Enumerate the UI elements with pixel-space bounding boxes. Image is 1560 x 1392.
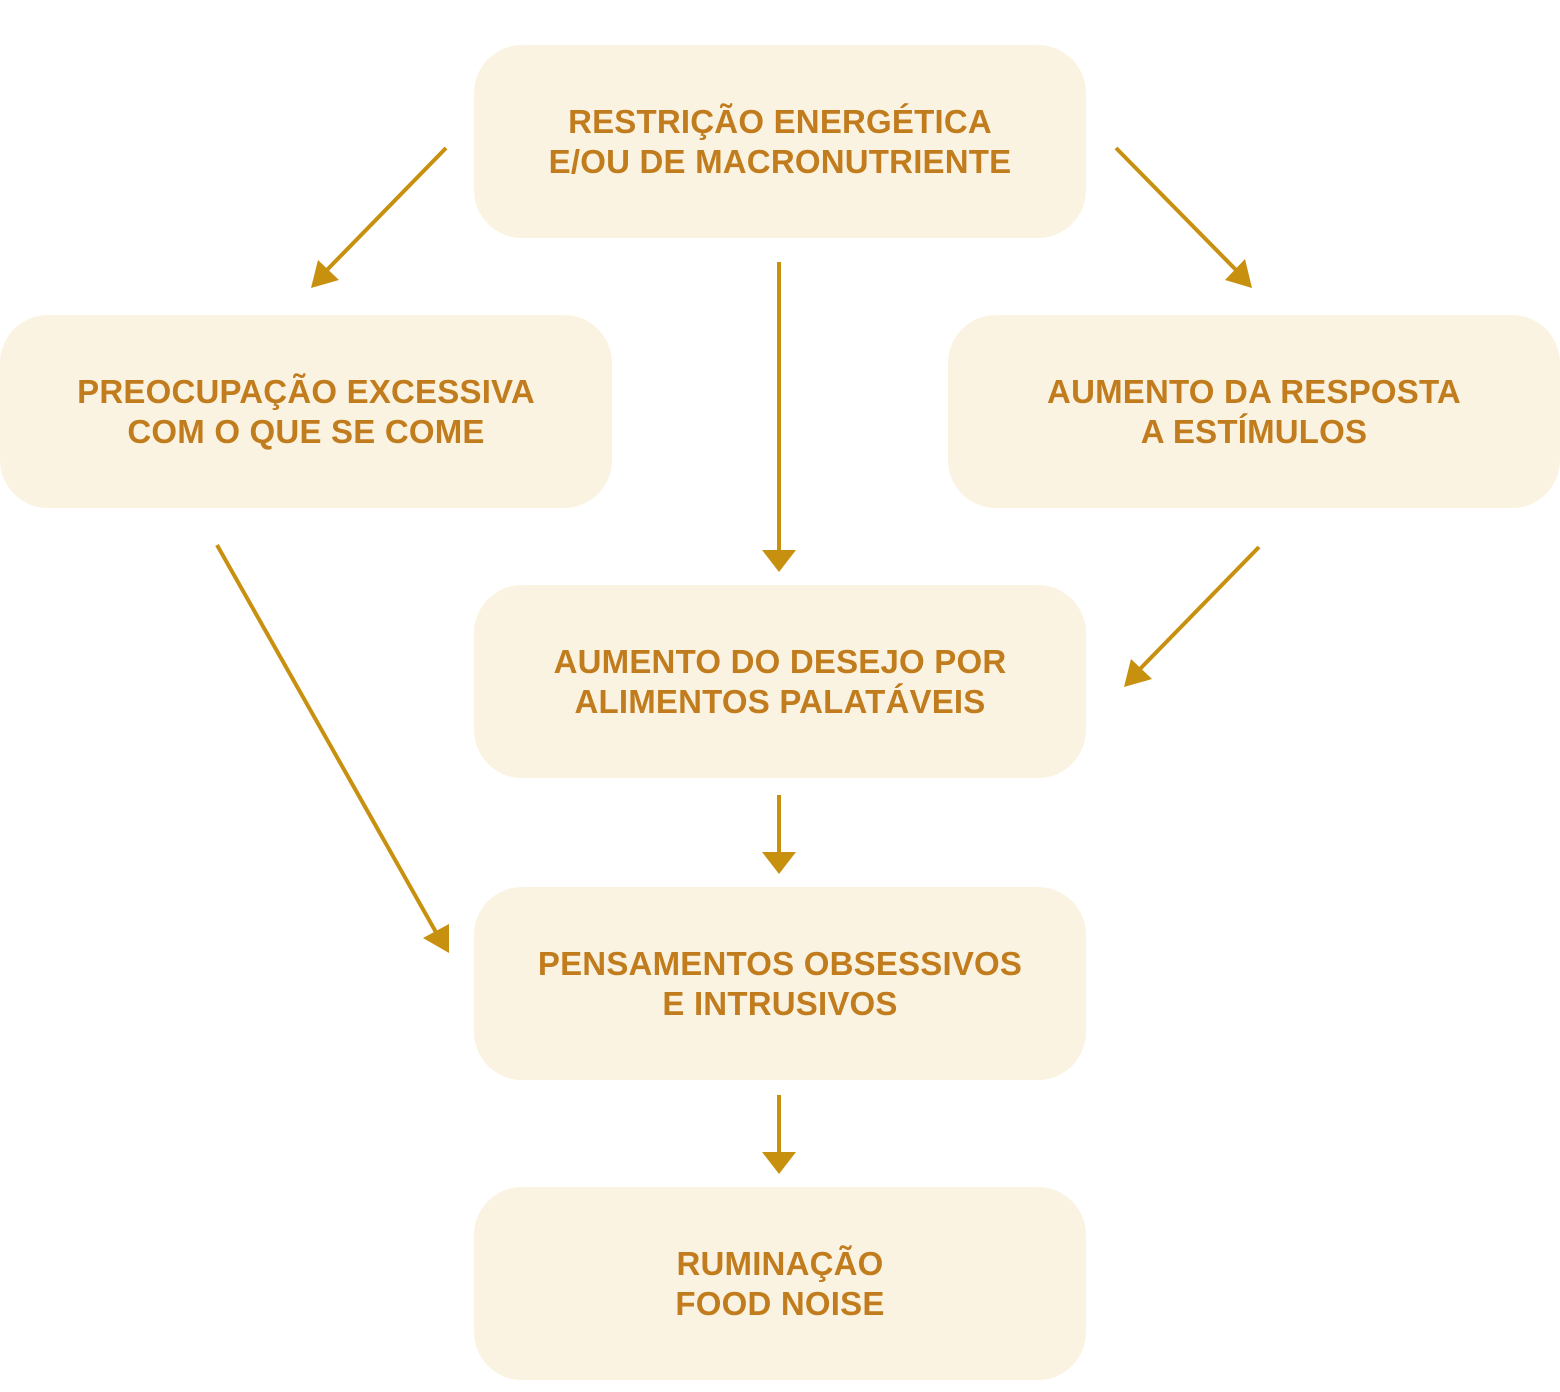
arrow-restricao-to-resposta xyxy=(1114,146,1252,288)
node-label: RESTRIÇÃO ENERGÉTICA E/OU DE MACRONUTRIE… xyxy=(549,102,1012,182)
arrow-desejo-to-pensamentos xyxy=(762,795,796,874)
arrow-resposta-to-desejo xyxy=(1124,545,1261,687)
node-label-line: FOOD NOISE xyxy=(675,1284,885,1322)
node-label-line: A ESTÍMULOS xyxy=(1140,412,1368,450)
node-label-line: E INTRUSIVOS xyxy=(662,984,898,1022)
node-label: RUMINAÇÃO FOOD NOISE xyxy=(675,1244,884,1324)
node-label-line: PREOCUPAÇÃO EXCESSIVA xyxy=(77,372,535,410)
node-preocupacao-excessiva: PREOCUPAÇÃO EXCESSIVA COM O QUE SE COME xyxy=(0,315,612,508)
arrow-restricao-to-preocupacao xyxy=(311,146,448,288)
node-label-line: ALIMENTOS PALATÁVEIS xyxy=(574,682,986,720)
node-label: PREOCUPAÇÃO EXCESSIVA COM O QUE SE COME xyxy=(77,372,535,452)
node-label: AUMENTO DA RESPOSTA A ESTÍMULOS xyxy=(1047,372,1461,452)
arrow-pensamentos-to-ruminacao xyxy=(762,1095,796,1174)
node-aumento-resposta-estimulos: AUMENTO DA RESPOSTA A ESTÍMULOS xyxy=(948,315,1560,508)
node-label: AUMENTO DO DESEJO POR ALIMENTOS PALATÁVE… xyxy=(554,642,1007,722)
node-ruminacao: RUMINAÇÃO FOOD NOISE xyxy=(474,1187,1086,1380)
arrow-restricao-to-desejo xyxy=(762,262,796,572)
node-label-line: E/OU DE MACRONUTRIENTE xyxy=(548,142,1012,180)
node-label-line: AUMENTO DO DESEJO POR xyxy=(553,642,1007,680)
arrow-preocupacao-to-pensamentos xyxy=(215,544,449,953)
node-label-line: RESTRIÇÃO ENERGÉTICA xyxy=(568,102,992,140)
node-pensamentos-obsessivos: PENSAMENTOS OBSESSIVOS E INTRUSIVOS xyxy=(474,887,1086,1080)
node-label-line: PENSAMENTOS OBSESSIVOS xyxy=(537,944,1023,982)
node-label: PENSAMENTOS OBSESSIVOS E INTRUSIVOS xyxy=(538,944,1022,1024)
node-restricao-energetica: RESTRIÇÃO ENERGÉTICA E/OU DE MACRONUTRIE… xyxy=(474,45,1086,238)
node-label-line: RUMINAÇÃO xyxy=(676,1244,884,1282)
node-label-line: AUMENTO DA RESPOSTA xyxy=(1047,372,1461,410)
node-aumento-desejo: AUMENTO DO DESEJO POR ALIMENTOS PALATÁVE… xyxy=(474,585,1086,778)
node-label-line: COM O QUE SE COME xyxy=(127,412,485,450)
